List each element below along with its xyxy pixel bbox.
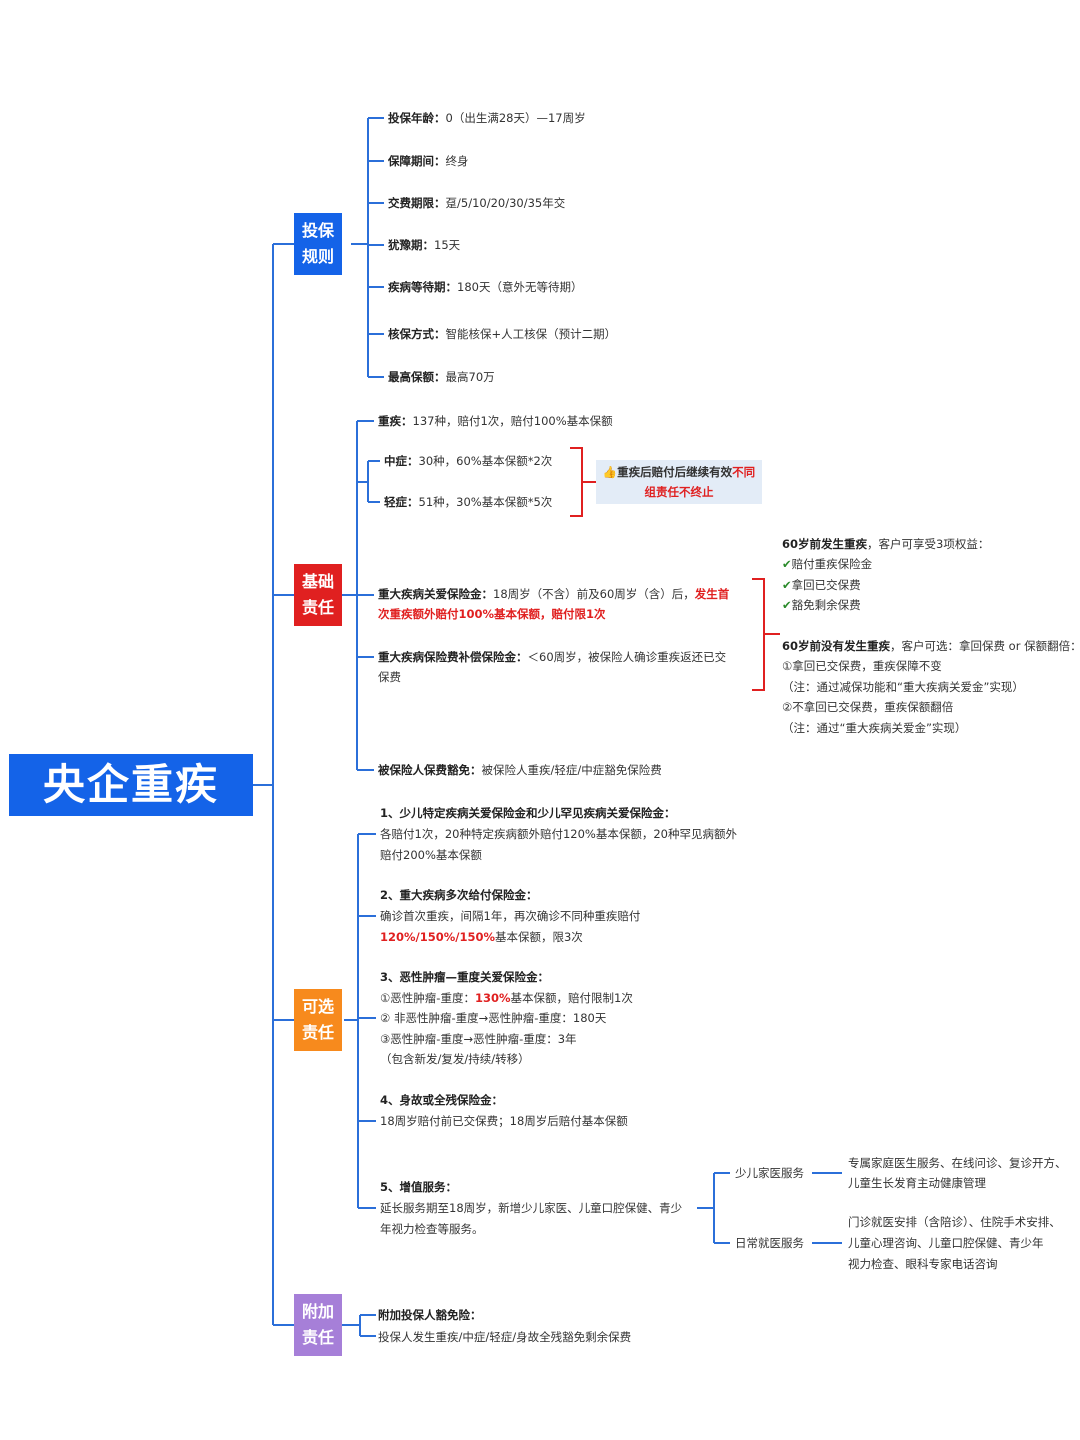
fujia-line: 投保人发生重疾/中症/轻症/身故全残豁免剩余保费 (378, 1330, 632, 1344)
category-fujia-label-1: 附加 (301, 1302, 334, 1321)
category-toubao-label-2: 规则 (301, 247, 334, 266)
nobefore60-line: （注：通过减保功能和“重大疾病关爱金”实现） (782, 680, 1024, 694)
kexuan-item2-line: 120%/150%/150%基本保额，限3次 (380, 930, 583, 944)
kexuan-item3-title: 3、恶性肿瘤—重度关爱保险金： (380, 970, 550, 984)
category-jichu-label-2: 责任 (301, 598, 334, 617)
toubao-item: 最高保额：最高70万 (388, 370, 495, 384)
check-icon: ✔ (782, 598, 792, 612)
before60-check: ✔拿回已交保费 (782, 578, 861, 592)
before60-check: ✔豁免剩余保费 (782, 598, 861, 612)
category-jichu-label-1: 基础 (301, 572, 334, 591)
service-kid-doctor-desc: 儿童生长发育主动健康管理 (848, 1176, 986, 1190)
check-icon: ✔ (782, 578, 792, 592)
nobefore60-line: （注：通过“重大疾病关爱金”实现） (782, 721, 967, 735)
category-fujia: 附加 责任 (294, 1294, 342, 1356)
toubao-item: 疾病等待期：180天（意外无等待期） (388, 280, 583, 294)
category-toubao-label-1: 投保 (301, 221, 334, 240)
kexuan-item1-line: 各赔付1次，20种特定疾病额外赔付120%基本保额，20种罕见病额外 (380, 827, 737, 841)
kexuan-item3-line: （包含新发/复发/持续/转移） (380, 1052, 530, 1066)
nobefore60-line: ②不拿回已交保费，重疾保额翻倍 (782, 700, 954, 714)
service-daily-medical-desc: 儿童心理咨询、儿童口腔保健、青少年 (848, 1236, 1044, 1250)
kexuan-item5-line: 年视力检查等服务。 (380, 1222, 484, 1236)
kexuan-item2-title: 2、重大疾病多次给付保险金： (380, 888, 538, 902)
jichu-zhongji: 重疾：137种，赔付1次，赔付100%基本保额 (378, 414, 613, 428)
check-icon: ✔ (782, 557, 792, 571)
service-kid-doctor: 少儿家医服务 (735, 1166, 804, 1180)
jichu-buchang-line2: 保费 (378, 670, 401, 684)
kexuan-item3-line: ①恶性肿瘤-重度：130%基本保额，赔付限制1次 (380, 991, 633, 1005)
continue-valid-note: 👍重疾后赔付后继续有效不同 组责任不终止 (596, 460, 762, 504)
service-daily-medical-desc: 视力检查、眼科专家电话咨询 (848, 1257, 998, 1271)
service-daily-medical: 日常就医服务 (735, 1236, 804, 1250)
fujia-title: 附加投保人豁免险： (378, 1308, 482, 1322)
before60-title: 60岁前发生重疾，客户可享受3项权益： (782, 537, 990, 551)
service-daily-medical-desc: 门诊就医安排（含陪诊）、住院手术安排、 (848, 1215, 1061, 1229)
category-jichu: 基础 责任 (294, 564, 342, 626)
jichu-zhongzheng: 中症：30种，60%基本保额*2次 (384, 454, 553, 468)
jichu-qingzheng: 轻症：51种，30%基本保额*5次 (384, 495, 553, 509)
toubao-item: 保障期间：终身 (388, 154, 469, 168)
category-fujia-label-2: 责任 (301, 1328, 334, 1347)
category-kexuan-label-2: 责任 (301, 1023, 334, 1042)
kexuan-item1-line: 赔付200%基本保额 (380, 848, 482, 862)
nobefore60-line: ①拿回已交保费，重疾保障不变 (782, 659, 942, 673)
nobefore60-title: 60岁前没有发生重疾，客户可选：拿回保费 or 保额翻倍： (782, 639, 1080, 653)
jichu-guanai-line2: 次重疾额外赔付100%基本保额，赔付限1次 (378, 607, 606, 621)
kexuan-item5-line: 延长服务期至18周岁，新增少儿家医、儿童口腔保健、青少 (380, 1201, 683, 1215)
jichu-buchang: 重大疾病保险费补偿保险金：＜60周岁，被保险人确诊重疾返还已交 (378, 650, 727, 664)
kexuan-item4-title: 4、身故或全残保险金： (380, 1093, 504, 1107)
category-kexuan: 可选 责任 (294, 989, 342, 1051)
toubao-item: 核保方式：智能核保+人工核保（预计二期） (388, 327, 617, 341)
category-kexuan-label-1: 可选 (301, 997, 334, 1016)
kexuan-item1-title: 1、少儿特定疾病关爱保险金和少儿罕见疾病关爱保险金： (380, 806, 676, 820)
before60-check: ✔赔付重疾保险金 (782, 557, 873, 571)
jichu-huomian: 被保险人保费豁免：被保险人重疾/轻症/中症豁免保险费 (378, 763, 662, 777)
kexuan-item3-line: ② 非恶性肿瘤-重度→恶性肿瘤-重度：180天 (380, 1011, 607, 1025)
service-kid-doctor-desc: 专属家庭医生服务、在线问诊、复诊开方、 (848, 1156, 1067, 1170)
toubao-item: 投保年龄：0（出生满28天）—17周岁 (388, 111, 586, 125)
kexuan-item2-line: 确诊首次重疾，间隔1年，再次确诊不同种重疾赔付 (380, 909, 641, 923)
kexuan-item3-line: ③恶性肿瘤-重度→恶性肿瘤-重度：3年 (380, 1032, 577, 1046)
root-node: 央企重疾 (9, 754, 253, 816)
category-toubao: 投保 规则 (294, 213, 342, 275)
kexuan-item5-title: 5、增值服务： (380, 1180, 458, 1194)
jichu-guanai: 重大疾病关爱保险金：18周岁（不含）前及60周岁（含）后，发生首 (378, 587, 730, 601)
kexuan-item4-line: 18周岁赔付前已交保费；18周岁后赔付基本保额 (380, 1114, 628, 1128)
toubao-item: 犹豫期：15天 (388, 238, 461, 252)
toubao-item: 交费期限：趸/5/10/20/30/35年交 (388, 196, 566, 210)
thumbs-up-icon: 👍 (602, 465, 618, 479)
